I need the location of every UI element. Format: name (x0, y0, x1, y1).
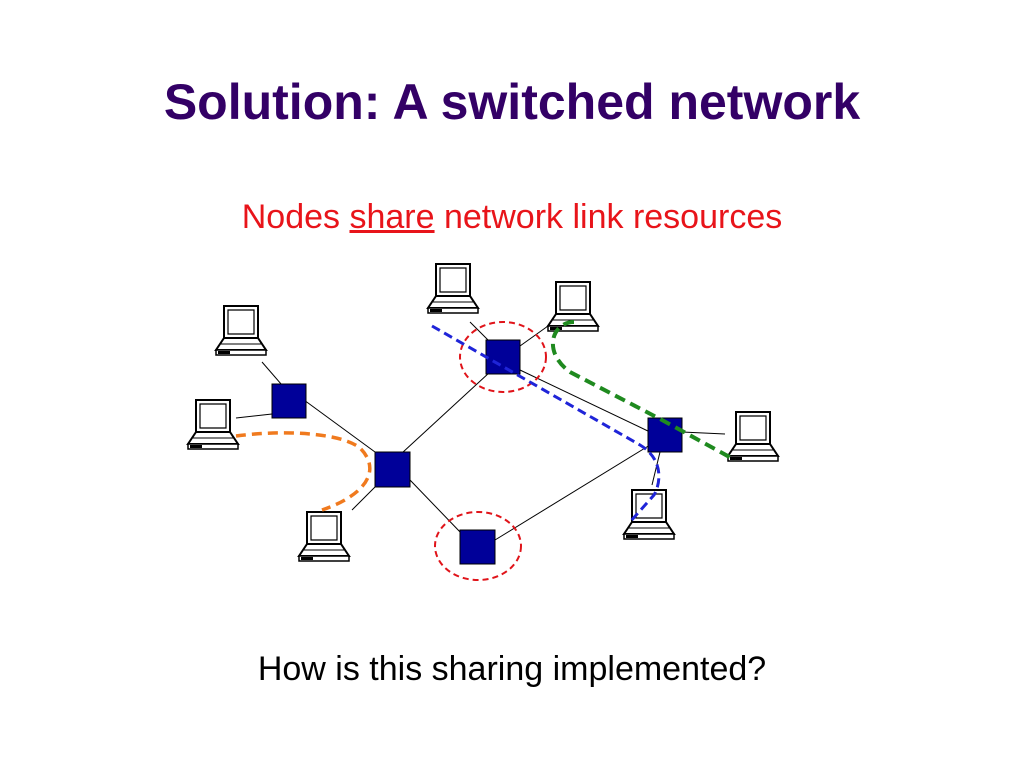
subtitle: Nodes share network link resources (0, 196, 1024, 238)
subtitle-emphasis: share (349, 198, 435, 236)
question-text: How is this sharing implemented? (257, 650, 767, 688)
subtitle-part-3: network link resources (434, 198, 783, 236)
switch-top (485, 339, 521, 375)
switch-bottom (459, 529, 496, 565)
path-orange (235, 431, 372, 512)
link-switch-center-switch-top (401, 371, 491, 454)
link-laptop-right-switch-right (681, 431, 726, 435)
switch-center (374, 451, 411, 488)
link-laptop-bottomright-switch-right (651, 451, 661, 486)
laptop-bottom-right-icon (623, 489, 675, 540)
switches (271, 339, 683, 565)
laptop-bottom-left-icon (298, 511, 350, 562)
laptop-right-icon (727, 411, 779, 462)
link-laptop-topright-switch-top (519, 325, 549, 347)
link-switch-left-switch-center (303, 399, 376, 453)
slide-title: Solution: A switched network (163, 74, 861, 130)
laptop-mid-left-icon (187, 399, 239, 450)
highlight-ring-bottom (434, 511, 522, 581)
path-blue (431, 324, 661, 523)
link-switch-top-switch-right (519, 369, 651, 433)
subtitle-part-1: Nodes (241, 198, 350, 236)
highlight-ring-top (459, 321, 547, 393)
link-switch-bottom-switch-right (494, 444, 651, 541)
link-laptop-bottomleft-switch-center (351, 483, 379, 511)
link-switch-center-switch-bottom (409, 479, 463, 535)
laptop-top-center-icon (427, 263, 479, 314)
path-green (550, 320, 736, 462)
laptop-top-left-icon (215, 305, 267, 356)
switch-left (271, 383, 307, 419)
network-links (235, 321, 726, 541)
link-laptop-midleft-switch-left (235, 413, 273, 419)
